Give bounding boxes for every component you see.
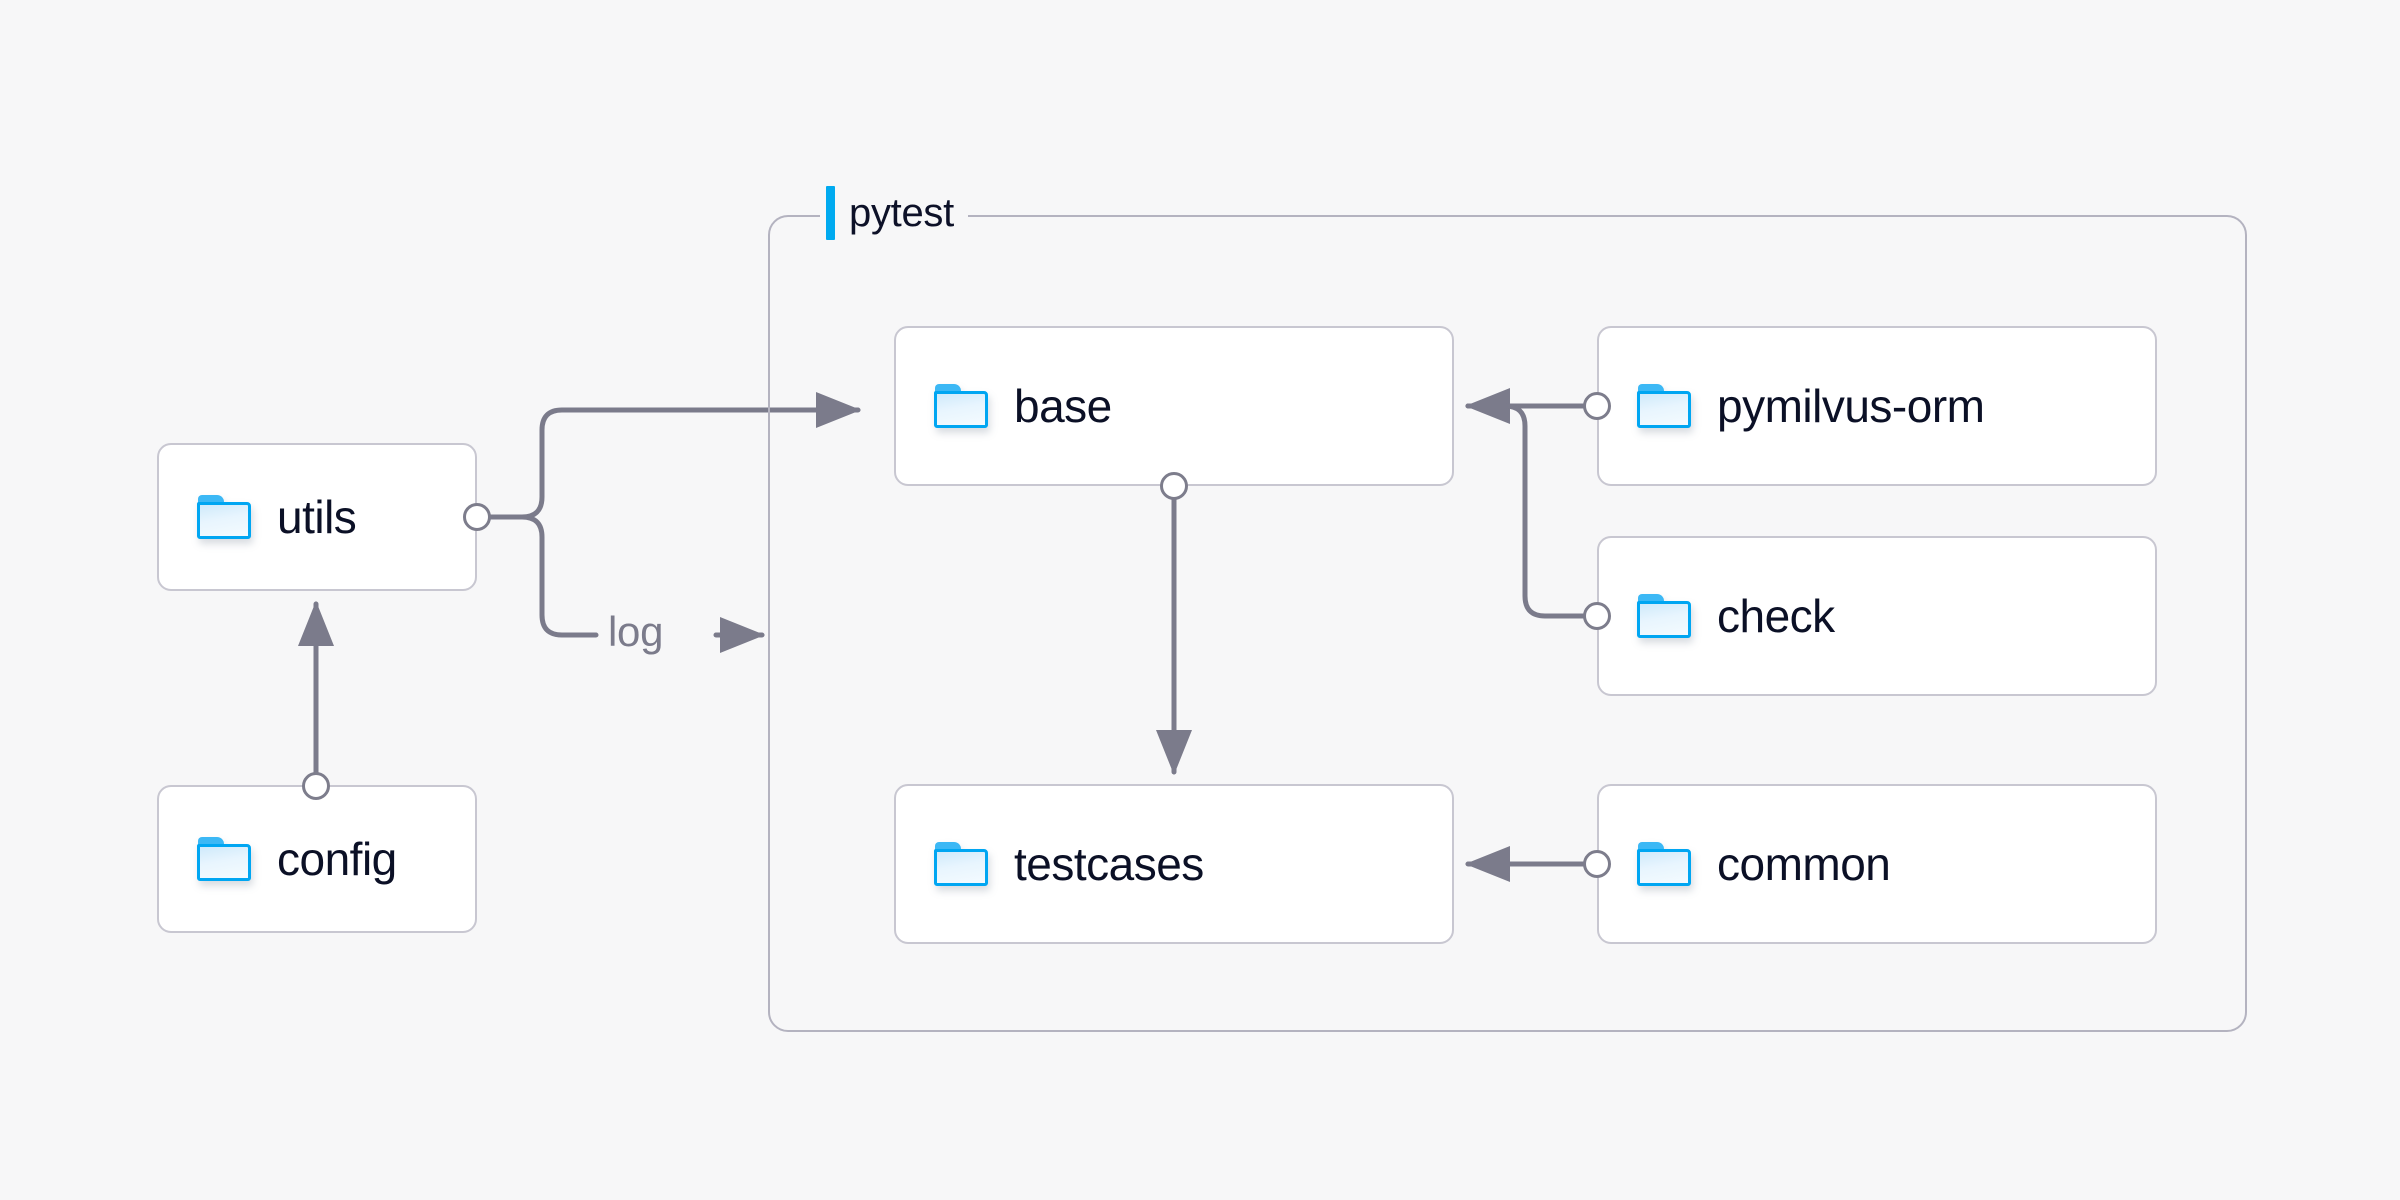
port-base-bottom[interactable] [1160,472,1188,500]
group-title-text: pytest [849,190,954,235]
edge-label-log: log [600,608,672,656]
node-label-base: base [1014,380,1112,432]
port-check-left[interactable] [1583,602,1611,630]
node-utils[interactable]: utils [157,443,477,591]
node-check[interactable]: check [1597,536,2157,696]
node-testcases[interactable]: testcases [894,784,1454,944]
node-label-common: common [1717,838,1891,890]
folder-icon [934,384,988,428]
port-config-top[interactable] [302,772,330,800]
folder-icon [1637,842,1691,886]
folder-icon [197,837,251,881]
node-config[interactable]: config [157,785,477,933]
port-common-left[interactable] [1583,850,1611,878]
node-label-utils: utils [277,491,357,543]
port-utils-right[interactable] [463,503,491,531]
folder-icon [1637,594,1691,638]
group-label-pytest: pytest [820,182,968,244]
node-base[interactable]: base [894,326,1454,486]
node-label-pymilvus-orm: pymilvus-orm [1717,380,1985,432]
node-label-check: check [1717,590,1835,642]
node-label-config: config [277,833,397,885]
folder-icon [934,842,988,886]
node-label-testcases: testcases [1014,838,1204,890]
port-pymilvus-orm-left[interactable] [1583,392,1611,420]
folder-icon [197,495,251,539]
node-pymilvus-orm[interactable]: pymilvus-orm [1597,326,2157,486]
group-accent-bar [826,186,835,240]
folder-icon [1637,384,1691,428]
node-common[interactable]: common [1597,784,2157,944]
group-container-pytest [768,215,2247,1032]
